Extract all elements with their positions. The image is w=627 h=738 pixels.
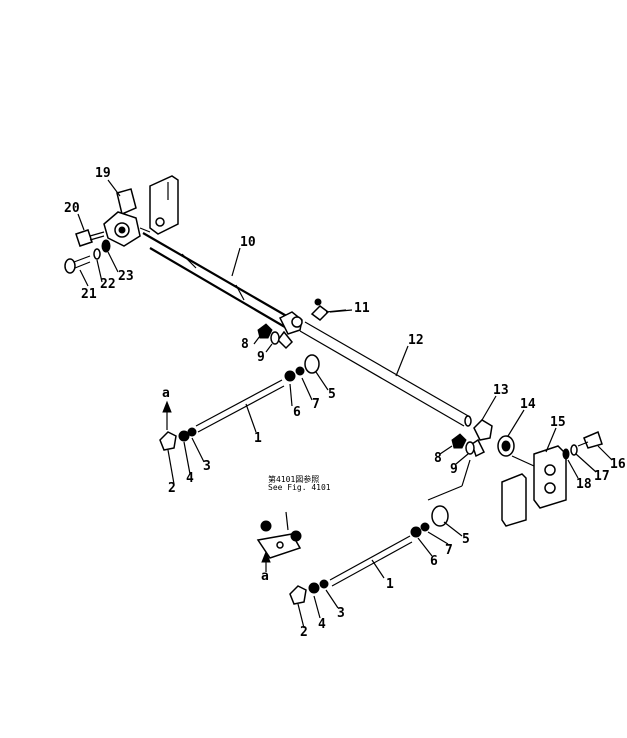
bolt-20	[75, 229, 105, 247]
nut-8-upper	[257, 323, 273, 339]
washer-23	[101, 239, 111, 253]
reference-note-jp: 第4101図参照	[268, 475, 320, 484]
label-12: 12	[408, 333, 424, 348]
bracket-15	[501, 445, 567, 527]
washer-22	[93, 248, 101, 260]
shaft-10	[142, 232, 291, 331]
arrow-a-bottom	[261, 550, 271, 572]
label-4-lower: 4	[318, 617, 326, 632]
washer-9-upper	[270, 331, 280, 345]
washer-17	[570, 444, 578, 456]
label-5-upper: 5	[328, 387, 336, 402]
label-7-upper: 7	[312, 397, 320, 412]
label-4-upper: 4	[186, 471, 194, 486]
label-19: 19	[95, 166, 111, 181]
label-11: 11	[354, 301, 370, 316]
label-9-lower: 9	[450, 462, 458, 477]
label-5-lower: 5	[462, 532, 470, 547]
reference-note-en: See Fig. 4101	[268, 483, 331, 493]
bracket-19	[103, 175, 179, 247]
nut-8-lower	[451, 433, 467, 449]
label-16: 16	[610, 457, 626, 472]
rod-1-lower	[289, 459, 471, 605]
washer-18	[562, 448, 570, 460]
label-13: 13	[493, 383, 509, 398]
rod-1-upper	[159, 354, 320, 451]
lever-13	[471, 419, 493, 458]
reference-note: 第4101図参照 See Fig. 4101	[268, 475, 331, 493]
washer-9-lower	[465, 441, 475, 455]
label-6-lower: 6	[430, 554, 438, 569]
bolt-16	[577, 430, 603, 449]
label-17: 17	[594, 469, 610, 484]
bushing-14	[497, 435, 515, 457]
label-7-lower: 7	[445, 543, 453, 558]
label-a-bottom: a	[261, 569, 269, 584]
lever-upper	[277, 311, 303, 350]
label-23: 23	[118, 269, 134, 284]
label-9-upper: 9	[257, 350, 265, 365]
label-2-upper: 2	[168, 481, 176, 496]
label-21: 21	[81, 287, 97, 302]
label-8-lower: 8	[434, 451, 442, 466]
label-18: 18	[576, 477, 592, 492]
label-8-upper: 8	[241, 337, 249, 352]
lever-4101	[256, 511, 302, 559]
shaft-12	[299, 321, 472, 427]
leader-lines	[77, 179, 613, 629]
label-a-top: a	[162, 386, 170, 401]
label-6-upper: 6	[293, 405, 301, 420]
bolt-21	[64, 255, 91, 274]
fitting-11	[310, 298, 347, 321]
label-14: 14	[520, 397, 536, 412]
label-1-lower: 1	[386, 577, 394, 592]
label-20: 20	[64, 201, 80, 216]
label-1-upper: 1	[254, 431, 262, 446]
label-3-lower: 3	[337, 606, 345, 621]
label-15: 15	[550, 415, 566, 430]
label-10: 10	[240, 235, 256, 250]
label-22: 22	[100, 277, 116, 292]
arrow-a-top	[162, 400, 172, 430]
label-3-upper: 3	[203, 459, 211, 474]
label-2-lower: 2	[300, 625, 308, 640]
